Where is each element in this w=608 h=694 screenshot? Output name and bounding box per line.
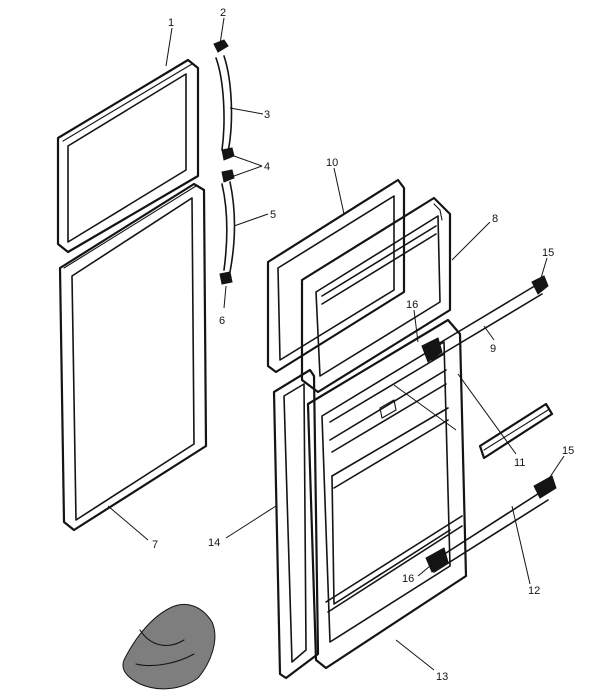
scan-smudge (122, 604, 216, 690)
label-15-upper: 15 (542, 247, 554, 259)
label-16-upper: 16 (406, 299, 418, 311)
label-15-lower: 15 (562, 445, 574, 457)
label-2: 2 (220, 7, 226, 19)
part-11-freezer-shelf (478, 402, 554, 460)
part-14-fresh-food-inner-gasket (272, 368, 320, 680)
hinge-and-handle-parts (213, 39, 236, 285)
label-10: 10 (326, 157, 338, 169)
part-9-freezer-shelf-bar (421, 275, 549, 363)
part-7-fresh-food-gasket (58, 182, 208, 532)
part-12-fresh-food-shelf-bar (425, 475, 557, 573)
label-9: 9 (490, 343, 496, 355)
part-13-fresh-food-door-liner (306, 318, 468, 670)
label-16-lower: 16 (402, 573, 414, 585)
label-13: 13 (436, 671, 448, 683)
label-6: 6 (219, 315, 225, 327)
label-7: 7 (152, 539, 158, 551)
part-8-freezer-door-liner (300, 196, 452, 394)
label-11: 11 (514, 457, 525, 469)
label-3: 3 (264, 109, 270, 121)
label-5: 5 (270, 209, 276, 221)
part-labels: 1 2 3 4 5 6 7 8 9 10 11 12 13 14 15 15 1… (152, 7, 574, 683)
label-1: 1 (168, 17, 174, 29)
part-10-freezer-inner-gasket (266, 178, 406, 374)
label-4: 4 (264, 161, 270, 173)
label-14: 14 (208, 537, 220, 549)
label-8: 8 (492, 213, 498, 225)
part-1-freezer-gasket (56, 58, 200, 254)
label-12: 12 (528, 585, 540, 597)
leader-lines (107, 17, 565, 671)
